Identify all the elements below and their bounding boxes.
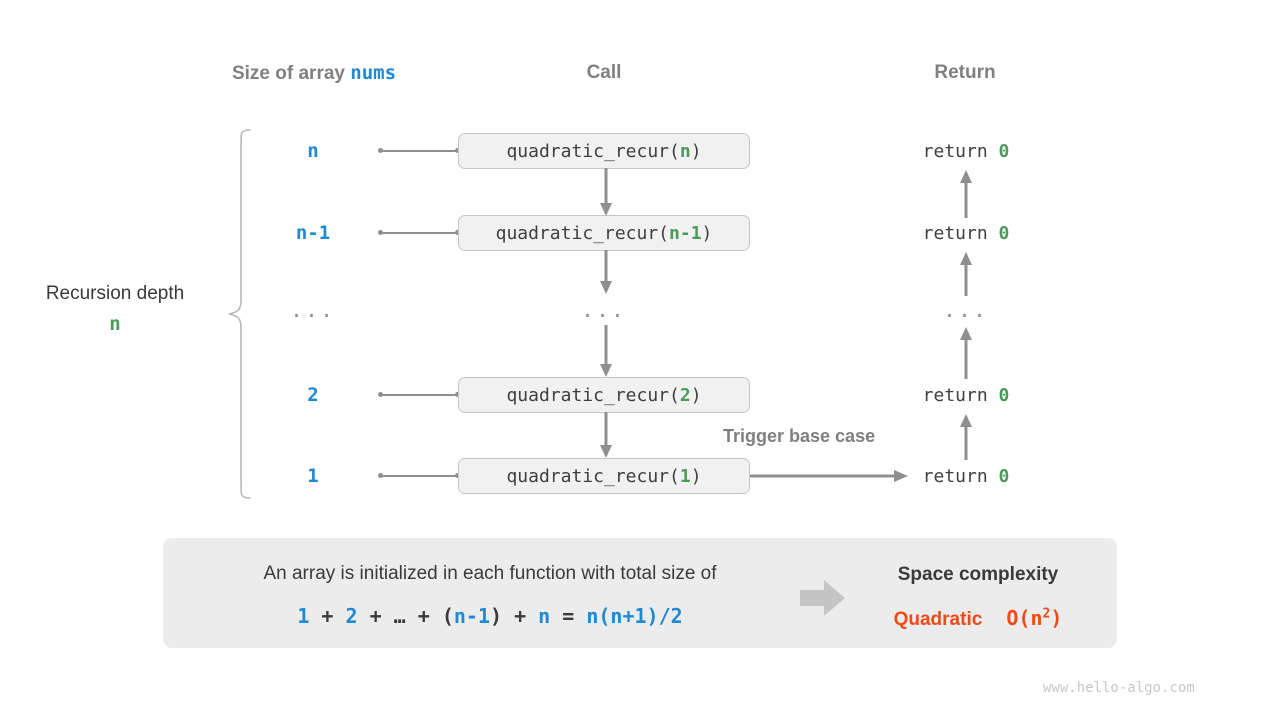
recursion-depth-value: n (109, 313, 121, 335)
call-box-suffix-row-2: ) (701, 222, 713, 244)
connector-dot-left-row-4 (378, 392, 383, 397)
formula-term-4: n-1 (453, 604, 490, 628)
summary-arrow-icon (800, 580, 845, 616)
return-label-row-4: return 0 (866, 385, 1066, 406)
size-value-row-3: ... (290, 298, 336, 322)
space-complexity-result: Quadratic O(n2) (868, 606, 1088, 631)
call-box-arg-row-4: 2 (679, 384, 691, 406)
connector-dot-right-row-4 (455, 392, 460, 397)
summary-formula: 1 + 2 + … + (n-1) + n = n(n+1)/2 (190, 604, 790, 628)
return-value-row-4: 0 (998, 385, 1010, 406)
watermark: www.hello-algo.com (1043, 680, 1195, 696)
connector-dot-right-row-5 (455, 473, 460, 478)
base-case-note: Trigger base case (723, 426, 876, 446)
call-arrow-dots-to-4 (600, 325, 612, 377)
return-arrow-4-to-dots (960, 327, 972, 379)
column-header-size-text: Size of array (231, 63, 351, 84)
return-arrow-dots-to-2 (960, 252, 972, 296)
call-box-row-4[interactable]: quadratic_recur(2) (458, 377, 750, 413)
call-box-suffix-row-5: ) (690, 465, 702, 487)
call-box-row-1[interactable]: quadratic_recur(n) (458, 133, 750, 169)
call-box-text-row-1: quadratic_recur( (506, 140, 680, 162)
recursion-depth-label: Recursion depth (45, 283, 185, 304)
complexity-notation-suffix: ) (1050, 606, 1063, 630)
connector-dot-left-row-2 (378, 230, 383, 235)
call-arrow-1-to-2 (600, 168, 612, 216)
return-value-row-1: 0 (998, 141, 1010, 162)
complexity-notation-prefix: O(n (1006, 606, 1043, 630)
summary-panel (163, 538, 1117, 648)
summary-description: An array is initialized in each function… (263, 563, 717, 584)
connector-line-row-1 (382, 150, 458, 152)
formula-result: n(n+1)/2 (586, 604, 683, 628)
size-value-row-5: 1 (307, 465, 319, 487)
connector-dot-right-row-1 (455, 148, 460, 153)
call-box-arg-row-1: n (679, 140, 691, 162)
formula-ellipsis: … (393, 604, 406, 628)
connector-line-row-4 (382, 394, 458, 396)
formula-term-1: 1 (297, 604, 310, 628)
call-box-row-5[interactable]: quadratic_recur(1) (458, 458, 750, 494)
return-text-row-5: return (922, 466, 999, 487)
call-box-arg-row-2: n-1 (669, 222, 702, 244)
size-value-row-1: n (307, 140, 319, 162)
formula-term-5: n (538, 604, 551, 628)
call-box-text-row-5: quadratic_recur( (506, 465, 680, 487)
call-box-arg-row-5: 1 (679, 465, 691, 487)
return-value-row-5: 0 (998, 466, 1010, 487)
space-complexity-title: Space complexity (897, 564, 1059, 585)
recursion-depth-annotation: Recursion depth n (10, 283, 220, 335)
call-box-row-3: ... (581, 298, 627, 322)
complexity-notation-exponent: 2 (1042, 606, 1051, 622)
column-header-call: Call (586, 62, 622, 83)
formula-op-1: + (309, 604, 346, 628)
call-box-suffix-row-1: ) (690, 140, 702, 162)
connector-line-row-2 (382, 232, 458, 234)
connector-line-row-5 (382, 475, 458, 477)
formula-op-2: + (357, 604, 394, 628)
formula-equals: = (550, 604, 587, 628)
return-label-row-5: return 0 (866, 466, 1066, 487)
return-arrow-5-to-4 (960, 414, 972, 460)
call-box-text-row-4: quadratic_recur( (506, 384, 680, 406)
return-label-row-1: return 0 (866, 141, 1066, 162)
base-case-arrow (750, 470, 908, 482)
call-box-text-row-2: quadratic_recur( (495, 222, 670, 244)
call-box-row-2[interactable]: quadratic_recur(n-1) (458, 215, 750, 251)
call-arrow-4-to-5 (600, 412, 612, 458)
column-header-size-var: nums (350, 62, 397, 84)
column-header-size: Size of array nums (214, 62, 414, 85)
formula-op-3: + (405, 604, 442, 628)
call-box-suffix-row-4: ) (690, 384, 702, 406)
return-value-row-2: 0 (998, 223, 1010, 244)
recursion-depth-brace (228, 129, 251, 499)
formula-term-2: 2 (345, 604, 358, 628)
return-text-row-4: return (922, 385, 999, 406)
call-arrow-2-to-dots (600, 250, 612, 294)
return-text-row-2: return (922, 223, 999, 244)
return-arrow-2-to-1 (960, 170, 972, 218)
return-label-row-3: ... (943, 298, 989, 322)
connector-dot-right-row-2 (455, 230, 460, 235)
formula-paren-close: ) (490, 604, 503, 628)
size-value-row-2: n-1 (295, 222, 331, 244)
connector-dot-left-row-1 (378, 148, 383, 153)
formula-paren-open: ( (441, 604, 454, 628)
connector-dot-left-row-5 (378, 473, 383, 478)
size-value-row-4: 2 (307, 384, 319, 406)
column-header-return: Return (934, 62, 996, 83)
return-label-row-2: return 0 (866, 223, 1066, 244)
formula-op-4: + (502, 604, 539, 628)
return-text-row-1: return (922, 141, 999, 162)
complexity-word: Quadratic (893, 609, 983, 630)
